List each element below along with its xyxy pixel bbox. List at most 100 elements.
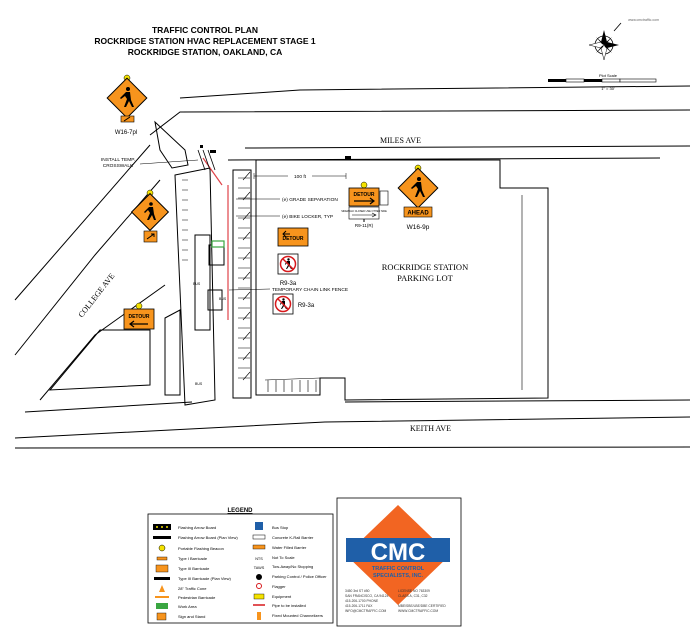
company-logo-text: CMC	[371, 539, 426, 566]
legend-item-right-8: Equipment	[272, 594, 292, 599]
company-name-line-2: SPECIALISTS, INC.	[373, 573, 424, 579]
legend-item-right-6: Parking Control / Police Officer	[272, 574, 327, 579]
legend-item-left-6: Type III Barricade (Plan View)	[178, 576, 232, 581]
sign-pedestrian-w16-9p: AHEAD W16-9p	[397, 164, 439, 231]
equipment-icon	[253, 593, 265, 600]
sign-ahead-text: AHEAD	[407, 211, 429, 217]
taws-code: TAWS	[254, 566, 265, 570]
address-right-5: WWW.CMCTRAFFIC.COM	[398, 609, 438, 613]
temporary-fence-label: TEMPORARY CHAIN LINK FENCE	[272, 287, 348, 293]
pedestrian-icon	[144, 202, 156, 220]
type-iii-barricade-icon	[155, 564, 169, 573]
temporary-crosswalk	[197, 149, 216, 171]
parking-lot-label-line-1: ROCKRIDGE STATION	[382, 262, 468, 272]
legend-item-left-3: Portable Flashing Beacon	[178, 546, 224, 551]
sign-and-stand-icon	[156, 612, 167, 621]
type-i-barricades	[200, 145, 351, 159]
install-crosswalk-label-2: CROSSWALK	[103, 163, 134, 169]
pedestrian-barricade-icon	[155, 596, 169, 598]
pedestrian-icon	[411, 177, 425, 197]
detour-text: DETOUR	[353, 192, 374, 198]
sign-no-pedestrian-r9-3a-lower: R9-3a	[272, 293, 315, 315]
sidewalk-closed-text: SIDEWALK CLOSED USE OTHER SIDE	[341, 210, 387, 213]
scale-bar: Plot Scale 1" = 30'	[548, 73, 657, 91]
svg-text:BUS: BUS	[195, 382, 203, 386]
legend-item-left-2: Flashing Arrow Board (Plan View)	[178, 535, 238, 540]
k-rail-icon	[252, 534, 266, 540]
detour-text: DETOUR	[128, 314, 149, 320]
north-arrow-icon	[588, 22, 622, 61]
company-name-line-1: TRAFFIC CONTROL	[372, 566, 425, 572]
sign-pedestrian-left	[130, 189, 170, 243]
legend-item-right-7: Flagger	[272, 584, 286, 589]
parking-lot-outline	[232, 159, 549, 401]
website-text: www.cmctraffic.com	[628, 18, 659, 22]
address-left-5: INFO@CMCTRAFFIC.COM	[345, 609, 387, 613]
sign-code-r9-11: R9-11(R)	[355, 223, 374, 228]
arrow-board-plan-icon	[153, 536, 171, 539]
work-area-marker	[211, 240, 225, 248]
type-iii-barricade-plan-icon	[154, 577, 170, 580]
company-block: CMC TRAFFIC CONTROL SPECIALISTS, INC. 34…	[336, 497, 462, 627]
pedestrian-icon	[120, 87, 134, 107]
flashing-beacon-icon	[135, 302, 143, 310]
street-label-keith-ave: KEITH AVE	[410, 424, 451, 433]
water-barrier-icon	[252, 544, 266, 550]
sign-code-r9-3a: R9-3a	[298, 303, 315, 309]
grade-separation-label: (e) GRADE SEPARATION	[282, 197, 338, 203]
legend-item-left-8: Pedestrian Barricade	[178, 595, 216, 600]
police-officer-icon	[256, 574, 262, 580]
west-walkway	[174, 167, 225, 406]
dimension-100ft: 100 ft	[294, 174, 307, 180]
scale-value: 1" = 30'	[601, 86, 615, 91]
street-label-college-ave: COLLEGE AVE	[76, 272, 116, 320]
parking-codes: BUS BUS BUS	[193, 282, 227, 386]
legend-item-right-2: Concrete K-Rail Barrier	[272, 535, 314, 540]
channelizer-icon	[257, 612, 261, 620]
legend-item-right-9: Pipe to be installed	[272, 603, 306, 608]
detour-text: DETOUR	[282, 236, 303, 242]
parking-lot-label-line-2: PARKING LOT	[397, 273, 453, 283]
bike-locker-label: (e) BIKE LOCKER, TYP	[282, 214, 333, 220]
temporary-fence-line-upper	[202, 157, 223, 186]
street-label-miles-ave: MILES AVE	[380, 136, 421, 145]
type-i-barricade-icon	[156, 556, 168, 561]
nts-code: NTS	[255, 557, 263, 561]
legend-item-right-4: Not To Scale	[272, 555, 295, 560]
title-line-3: ROCKRIDGE STATION, OAKLAND, CA	[128, 47, 283, 57]
annotations: INSTALL TEMP. CROSSWALK (e) GRADE SEPARA…	[101, 157, 348, 293]
legend-title: LEGEND	[227, 508, 253, 514]
legend-item-left-9: Work Area	[178, 604, 197, 609]
plan-title: TRAFFIC CONTROL PLAN ROCKRIDGE STATION H…	[94, 25, 316, 57]
sign-detour-left: DETOUR	[123, 302, 155, 330]
flashing-beacon-icon	[158, 544, 166, 552]
install-crosswalk-label-1: INSTALL TEMP.	[101, 157, 135, 163]
road-network	[14, 85, 690, 449]
address-left-4: 415-206-1711 FAX	[345, 604, 373, 608]
address-right-2: CLASS A, C31, C32	[398, 594, 428, 598]
legend-item-left-4: Type I Barricade	[178, 556, 208, 561]
bus-stop-icon	[255, 522, 263, 530]
address-left-1: 3450 3rd ST #50	[345, 589, 370, 593]
traffic-cone-icon	[159, 585, 165, 592]
sign-code-w16-9p: W16-9p	[407, 224, 430, 231]
address-left-2: SAN FRANCISCO, CA 94124	[345, 594, 389, 598]
legend-item-right-10: Fixed Mounted Channelizers	[272, 613, 323, 618]
sign-detour-right: DETOUR SIDEWALK CLOSED USE OTHER SIDE R9…	[341, 181, 389, 228]
legend-item-left-7: 28" Traffic Cone	[178, 586, 207, 591]
sign-detour-middle: DETOUR	[277, 227, 309, 247]
legend-item-right-1: Bus Stop	[272, 525, 289, 530]
sign-pedestrian-w16-7pl: W16-7pl	[106, 74, 148, 136]
work-area-icon	[156, 603, 168, 609]
legend: LEGEND Flashing Arrow Board Flashing Arr…	[147, 508, 334, 624]
address-left-3: 415-206-1700 PHONE	[345, 599, 379, 603]
legend-item-left-1: Flashing Arrow Board	[178, 525, 216, 530]
svg-text:BUS: BUS	[193, 282, 201, 286]
flashing-beacon-icon	[360, 181, 368, 189]
sign-no-pedestrian-r9-3a-upper: R9-3a	[277, 253, 299, 287]
title-line-2: ROCKRIDGE STATION HVAC REPLACEMENT STAGE…	[94, 36, 316, 46]
title-line-1: TRAFFIC CONTROL PLAN	[152, 25, 258, 35]
legend-item-left-10: Sign and Stand	[178, 614, 205, 619]
sign-code-w16-7pl: W16-7pl	[115, 130, 137, 136]
